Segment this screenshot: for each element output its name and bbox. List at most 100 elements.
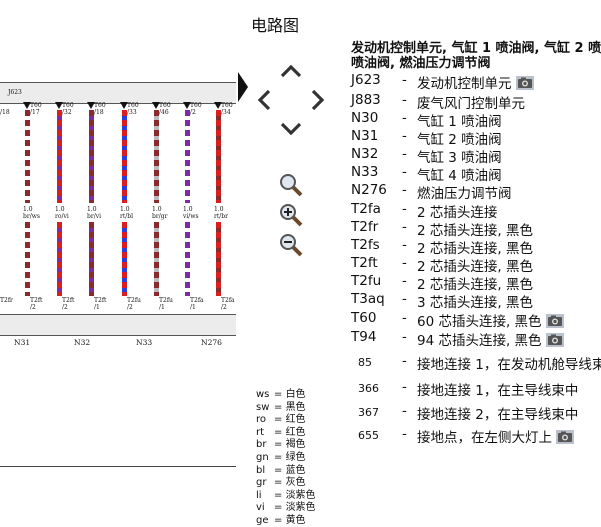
component-label[interactable]: N276	[201, 338, 222, 347]
color-legend-item: sw= 黑色	[256, 402, 306, 414]
wire-segment[interactable]	[185, 222, 190, 296]
camera-icon[interactable]	[545, 314, 564, 328]
wire-segment[interactable]	[154, 110, 159, 203]
legend-code: T60	[351, 310, 377, 326]
color-abbr: rt	[256, 426, 265, 438]
legend-desc: 燃油压力调节阀	[417, 186, 512, 202]
legend-code: N276	[351, 182, 387, 198]
wire-segment[interactable]	[89, 222, 94, 296]
wire-segment[interactable]	[122, 110, 127, 203]
legend-dash: -	[402, 110, 407, 126]
color-abbr: vi	[256, 502, 265, 514]
color-eq: =	[274, 464, 286, 476]
color-eq: =	[274, 439, 286, 451]
pin-name: T60	[62, 102, 74, 109]
legend-code: J623	[351, 72, 381, 88]
color-abbr: gn	[256, 452, 269, 463]
wire-segment[interactable]	[25, 222, 30, 296]
legend-desc: 接地连接 1，在发动机舱导线束	[417, 357, 601, 373]
pin-number: /2	[190, 109, 196, 116]
wire-segment[interactable]	[122, 222, 127, 296]
wire-size: 1.0	[23, 206, 33, 213]
legend-code: N31	[351, 128, 379, 144]
pin-arrow-icon	[214, 102, 222, 109]
pin-number: /2	[221, 304, 227, 311]
chevron-left-icon[interactable]	[253, 88, 277, 112]
wire-color: rt/br	[214, 213, 229, 220]
wire-color: ro/vi	[55, 213, 69, 220]
pin-name: T2fa	[190, 297, 204, 304]
top-pin-label: T60/33	[127, 102, 139, 116]
wire-size: 1.0	[120, 206, 130, 213]
legend-dash: -	[402, 255, 407, 271]
page-title: 电路图	[250, 16, 299, 35]
pin-name: T60	[94, 102, 106, 109]
legend-dash: -	[402, 379, 407, 395]
pin-name: T2ft	[30, 297, 43, 304]
legend-dash: -	[402, 146, 407, 162]
color-abbr: ws	[256, 389, 270, 400]
legend-dash: -	[402, 182, 407, 198]
control-unit-bar: J623	[0, 82, 236, 104]
chevron-up-icon[interactable]	[279, 60, 303, 84]
control-unit-label: J623	[8, 89, 22, 96]
wire-segment[interactable]	[57, 110, 62, 203]
collapse-arrow-icon[interactable]	[238, 72, 248, 102]
legend-dash: -	[402, 219, 407, 235]
color-eq: =	[274, 515, 286, 526]
zoom-out-icon[interactable]	[278, 232, 304, 258]
legend-title-line1: 发动机控制单元, 气缸 1 喷油阀, 气缸 2 喷	[351, 41, 601, 56]
wire-segment[interactable]	[57, 222, 62, 296]
wire-segment[interactable]	[25, 110, 30, 203]
color-eq: =	[274, 414, 286, 426]
legend-code: 85	[358, 356, 372, 369]
legend-code: T2fu	[351, 273, 382, 289]
chevron-right-icon[interactable]	[305, 88, 329, 112]
camera-icon[interactable]	[545, 333, 564, 347]
legend-desc: 94 芯插头连接, 黑色	[417, 329, 564, 349]
wire-segment[interactable]	[154, 222, 159, 296]
component-label[interactable]: N33	[136, 338, 153, 347]
legend-dash: -	[402, 291, 407, 307]
legend-dash: -	[402, 92, 407, 108]
legend-title: 发动机控制单元, 气缸 1 喷油阀, 气缸 2 喷 喷油阀, 燃油压力调节阀	[351, 41, 601, 71]
color-eq: =	[274, 452, 286, 463]
legend-code: N30	[351, 110, 379, 126]
wire-color: vi/ws	[183, 213, 199, 220]
component-label[interactable]: N32	[74, 338, 91, 347]
pin-arrow-icon	[183, 102, 191, 109]
bottom-pin-label: T2fu/2	[127, 297, 141, 311]
color-abbr: sw	[256, 401, 270, 413]
zoom-in-icon[interactable]	[278, 202, 304, 228]
legend-code: 367	[358, 406, 379, 419]
color-legend-item: bl= 蓝色	[256, 465, 306, 477]
legend-code: T2fr	[351, 219, 379, 235]
pin-name: T60	[127, 102, 139, 109]
wire-segment[interactable]	[216, 222, 221, 296]
wire-segment[interactable]	[185, 110, 190, 203]
legend-desc: 气缸 4 喷油阀	[417, 168, 502, 184]
camera-icon[interactable]	[515, 76, 534, 90]
color-legend-item: li= 淡紫色	[256, 490, 316, 502]
wire-color: rt/bl	[120, 213, 134, 220]
pin-arrow-icon	[120, 102, 128, 109]
wire-size: 1.0	[152, 206, 162, 213]
camera-icon[interactable]	[556, 430, 574, 444]
wire-segment[interactable]	[216, 110, 221, 203]
magnifier-icon[interactable]	[278, 172, 304, 198]
pin-name: T60	[221, 102, 233, 109]
top-pin-label: T60/32	[62, 102, 74, 116]
legend-desc: 气缸 3 喷油阀	[417, 150, 502, 166]
legend-dash: -	[402, 72, 407, 88]
wire-segment[interactable]	[89, 110, 94, 203]
pin-name: T60	[159, 102, 171, 109]
pin-arrow-icon	[55, 102, 63, 109]
wire-color: br/gr	[152, 213, 168, 220]
component-label[interactable]: N31	[14, 338, 31, 347]
chevron-down-icon[interactable]	[279, 116, 303, 140]
color-name: 蓝色	[285, 464, 306, 476]
